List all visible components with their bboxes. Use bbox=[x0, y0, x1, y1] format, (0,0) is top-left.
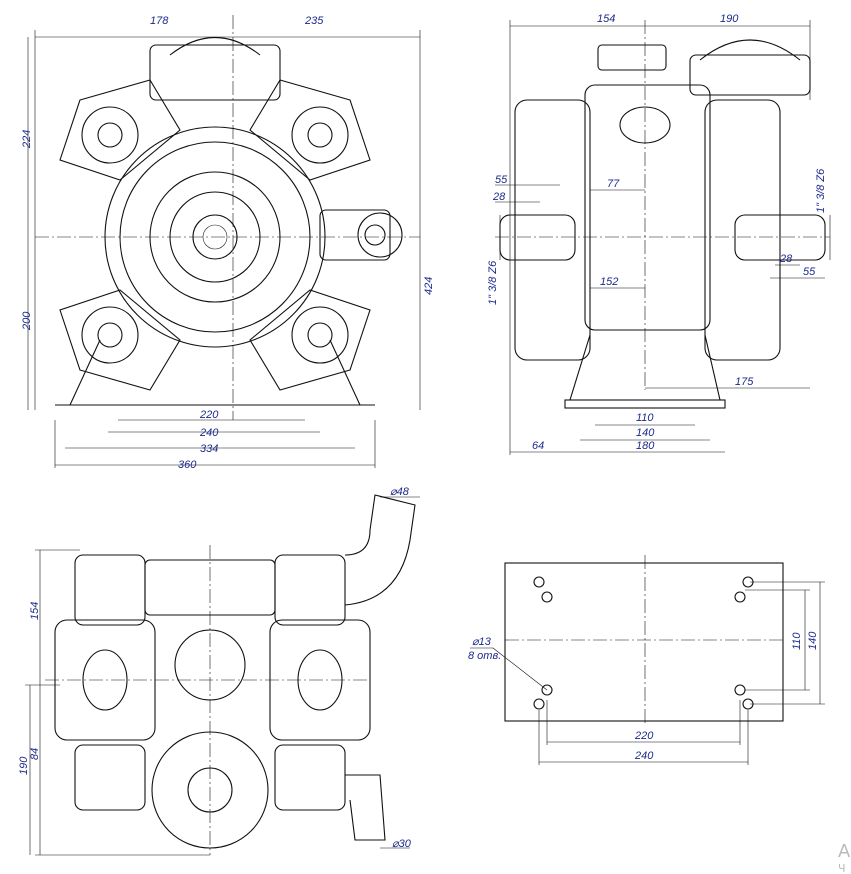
hole-diameter: ⌀13 bbox=[472, 636, 492, 648]
dim-152: 152 bbox=[600, 276, 618, 288]
shaft-spec-left: 1" 3/8 Z6 bbox=[487, 260, 499, 305]
front-view: 178 235 224 200 424 220 240 334 360 bbox=[21, 15, 435, 471]
dim-154: 154 bbox=[597, 13, 615, 25]
dim-55-right: 55 bbox=[803, 266, 816, 278]
dim-220-base: 220 bbox=[634, 730, 654, 742]
dim-190: 190 bbox=[720, 13, 739, 25]
watermark-line2: Ч bbox=[838, 862, 846, 874]
top-view: ⌀48 154 84 190 ⌀30 bbox=[18, 486, 420, 856]
side-view: 154 190 55 28 77 1" 3/8 Z6 1" 3/8 Z6 28 … bbox=[487, 13, 831, 455]
shaft-spec-right: 1" 3/8 Z6 bbox=[815, 168, 827, 213]
dim-220: 220 bbox=[199, 409, 219, 421]
dim-110-base: 110 bbox=[791, 632, 803, 650]
watermark-line1: А bbox=[838, 841, 851, 862]
dim-235: 235 bbox=[304, 15, 324, 27]
dim-55-left: 55 bbox=[495, 174, 508, 186]
dim-28-right: 28 bbox=[779, 253, 793, 265]
dim-240-base: 240 bbox=[634, 750, 654, 762]
dim-64: 64 bbox=[532, 440, 544, 452]
dim-84: 84 bbox=[29, 748, 41, 760]
mounting-holes bbox=[533, 576, 754, 710]
dim-28-left: 28 bbox=[492, 191, 506, 203]
dim-180: 180 bbox=[636, 440, 655, 452]
dim-175: 175 bbox=[735, 376, 754, 388]
dim-334: 334 bbox=[200, 443, 218, 455]
dim-140-base: 140 bbox=[807, 631, 819, 650]
dim-140: 140 bbox=[636, 427, 655, 439]
dim-178: 178 bbox=[150, 15, 169, 27]
dim-154-top: 154 bbox=[29, 602, 41, 620]
dim-200: 200 bbox=[21, 311, 33, 331]
dim-240: 240 bbox=[199, 427, 219, 439]
dim-224: 224 bbox=[21, 130, 33, 149]
dim-110: 110 bbox=[636, 412, 654, 424]
dim-dia-30: ⌀30 bbox=[392, 838, 412, 850]
dim-77: 77 bbox=[607, 178, 620, 190]
base-view: ⌀13 8 отв. 110 140 220 240 bbox=[468, 555, 825, 765]
hole-count: 8 отв. bbox=[468, 650, 501, 662]
dim-360: 360 bbox=[178, 459, 197, 471]
dim-424: 424 bbox=[423, 277, 435, 295]
dim-dia-48: ⌀48 bbox=[390, 486, 410, 498]
dim-190-top: 190 bbox=[18, 756, 30, 775]
